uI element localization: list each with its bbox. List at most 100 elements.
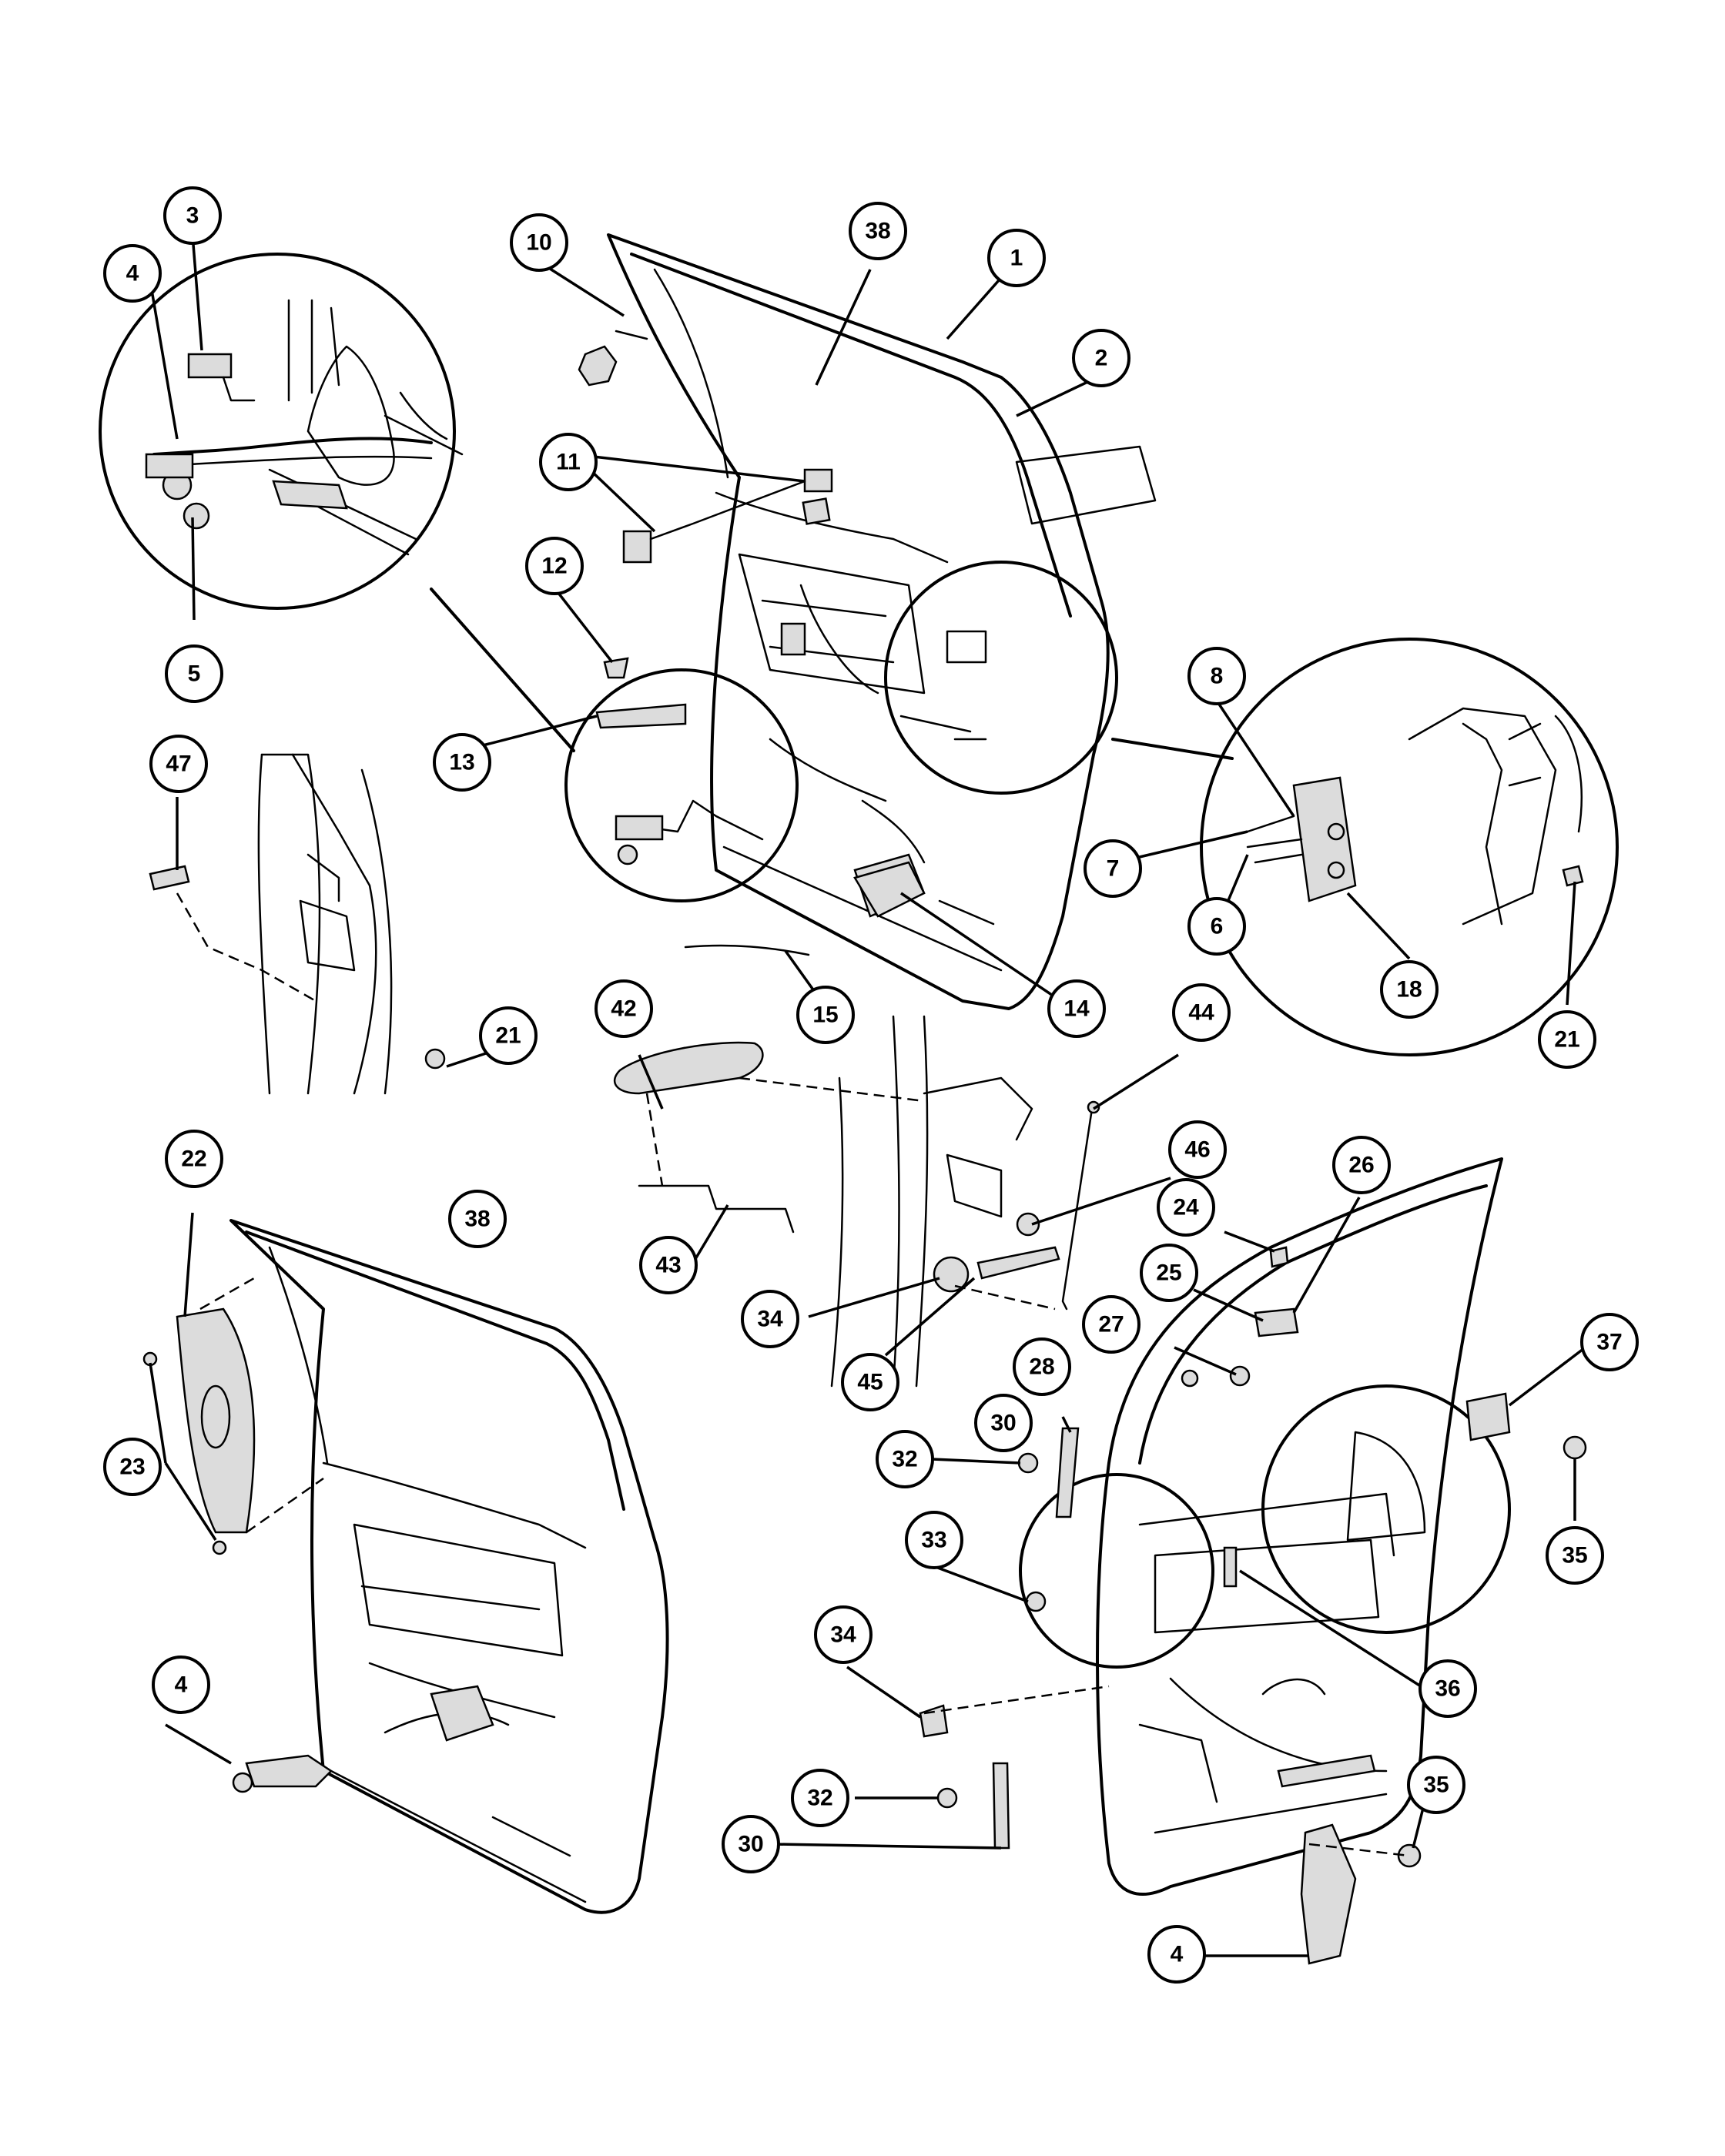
callout-label: 37 (1596, 1330, 1622, 1355)
part-28-nut (1181, 1369, 1199, 1388)
detail-circle-left (564, 668, 799, 902)
callout-47: 47 (149, 735, 208, 793)
leader-lines (149, 234, 1592, 1957)
detail-upper-left (99, 253, 464, 610)
callout-label: 35 (1562, 1543, 1587, 1568)
callout-4-top: 4 (103, 244, 162, 303)
callout-label: 4 (126, 261, 139, 286)
callout-46: 46 (1168, 1120, 1227, 1179)
callout-label: 6 (1211, 914, 1224, 939)
part-45-rod (976, 1246, 1060, 1280)
callout-6: 6 (1187, 897, 1246, 956)
callout-36: 36 (1419, 1659, 1477, 1718)
callout-32-bottom: 32 (791, 1769, 849, 1827)
callout-label: 36 (1435, 1676, 1460, 1702)
part-21-screw-a (1562, 865, 1584, 887)
callout-label: 35 (1423, 1773, 1449, 1798)
part-10-nut (578, 345, 618, 387)
callout-11: 11 (539, 433, 598, 491)
callout-label: 38 (865, 219, 890, 244)
callout-label: 25 (1156, 1260, 1181, 1286)
callout-25: 25 (1140, 1244, 1198, 1302)
callout-label: 4 (175, 1672, 188, 1698)
callout-label: 44 (1188, 1000, 1214, 1026)
connector-line-1 (430, 588, 575, 752)
callout-4-right: 4 (1147, 1925, 1206, 1984)
callout-label: 24 (1173, 1195, 1199, 1220)
callout-label: 2 (1095, 346, 1108, 371)
part-35-bolt-lower (1397, 1843, 1422, 1868)
callout-8: 8 (1187, 647, 1246, 705)
part-43-rod (638, 1184, 795, 1234)
part-11-bumper-a (803, 468, 833, 493)
callout-label: 47 (166, 752, 191, 777)
callout-label: 1 (1010, 246, 1023, 271)
part-12-clip (603, 657, 629, 679)
callout-43: 43 (639, 1236, 698, 1294)
callout-7: 7 (1084, 839, 1142, 898)
callout-label: 22 (181, 1147, 206, 1172)
callout-label: 14 (1063, 996, 1090, 1022)
callout-22: 22 (165, 1130, 223, 1188)
detail-outside-handle (613, 1015, 1100, 1388)
callout-label: 46 (1184, 1137, 1210, 1163)
callout-label: 3 (186, 203, 199, 229)
callout-3: 3 (163, 186, 222, 245)
connector-line-2 (1111, 738, 1234, 760)
callout-label: 7 (1107, 856, 1120, 882)
callout-14: 14 (1047, 979, 1106, 1038)
callout-35-bottom: 35 (1407, 1756, 1465, 1814)
callout-label: 18 (1396, 977, 1422, 1003)
part-37-hinge-upper (1465, 1392, 1511, 1441)
callout-12: 12 (525, 537, 584, 595)
detail-circle-right (884, 561, 1118, 795)
callout-26: 26 (1332, 1136, 1391, 1194)
callout-label: 34 (830, 1622, 856, 1648)
callout-15: 15 (796, 986, 855, 1044)
callout-label: 34 (757, 1307, 783, 1332)
callout-label: 21 (1554, 1027, 1579, 1053)
callout-21-left: 21 (479, 1006, 538, 1065)
detail-upper-right-latch (1200, 638, 1619, 1056)
part-44-rod (1061, 1107, 1094, 1311)
callout-38-top: 38 (849, 202, 907, 260)
part-42-handle (613, 1041, 764, 1095)
part-30-strip-upper (1055, 1427, 1080, 1518)
callout-33: 33 (905, 1511, 963, 1569)
part-27-bolt (1229, 1365, 1251, 1387)
callout-24: 24 (1157, 1178, 1215, 1237)
callout-1: 1 (987, 229, 1046, 287)
part-35-bolt-upper (1563, 1435, 1587, 1460)
part-30-strip-lower (992, 1762, 1010, 1850)
callout-45: 45 (841, 1353, 899, 1411)
callout-2: 2 (1072, 329, 1130, 387)
callout-30-top: 30 (974, 1394, 1033, 1452)
part-33-bolt (1025, 1591, 1047, 1612)
part-46-grommet (1016, 1212, 1040, 1237)
part-32-bolt-lower (936, 1787, 958, 1809)
part-13-bracket (595, 703, 687, 729)
callout-label: 38 (464, 1207, 490, 1232)
callout-label: 8 (1211, 664, 1224, 689)
callout-13: 13 (433, 733, 491, 792)
part-25-bracket (1254, 1307, 1299, 1337)
callout-18: 18 (1380, 960, 1439, 1019)
callout-30-bottom: 30 (722, 1815, 780, 1873)
callout-label: 26 (1348, 1153, 1374, 1178)
callout-label: 12 (541, 554, 567, 579)
callout-label: 5 (188, 661, 201, 687)
callout-label: 42 (611, 996, 636, 1022)
callout-label: 43 (655, 1253, 681, 1278)
callout-label: 30 (738, 1832, 763, 1857)
callout-label: 32 (892, 1447, 917, 1472)
callout-10: 10 (510, 213, 568, 272)
callout-label: 21 (495, 1023, 521, 1049)
callout-label: 23 (119, 1455, 145, 1480)
callout-37: 37 (1580, 1313, 1639, 1371)
part-36-bracket (1223, 1546, 1238, 1588)
callout-23: 23 (103, 1438, 162, 1496)
part-32-bolt-upper (1017, 1452, 1039, 1474)
callout-label: 28 (1029, 1354, 1054, 1380)
callout-28: 28 (1013, 1337, 1071, 1396)
